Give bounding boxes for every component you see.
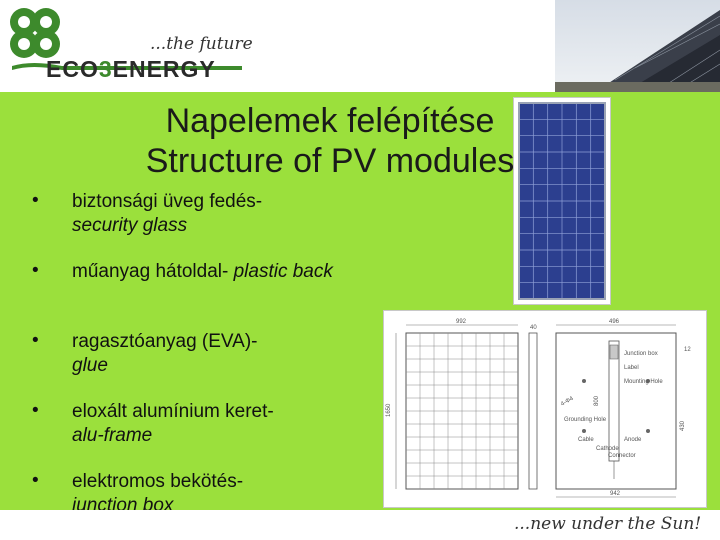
right-dimension: 430 — [680, 420, 686, 431]
bullet-hungarian: ragasztóanyag (EVA)- — [72, 331, 258, 352]
callout-grounding-hole: Grounding Hole — [564, 417, 607, 423]
solar-panel-image — [513, 97, 611, 305]
callout-cathode: Cathode — [596, 446, 619, 452]
callout-label: Label — [624, 365, 639, 371]
brand-prefix: ECO — [46, 56, 99, 82]
side-width-dimension: 496 — [609, 319, 620, 325]
footer: ...new under the Sun! — [0, 510, 720, 540]
bullet-dot-icon: • — [32, 190, 39, 211]
tagline: ...the future — [150, 34, 253, 54]
callout-anode: Anode — [624, 437, 642, 443]
bullet-dot-icon: • — [32, 330, 39, 351]
technical-drawing-svg: 992 1650 40 496 Junction box Label Mount… — [386, 319, 691, 498]
height-dimension: 1650 — [386, 403, 392, 417]
callout-cable: Cable — [578, 437, 594, 443]
brand-suffix: ENERGY — [112, 56, 216, 82]
bullet-hungarian: biztonsági üveg fedés- — [72, 191, 263, 212]
width-dimension: 992 — [456, 319, 467, 325]
technical-drawing: 992 1650 40 496 Junction box Label Mount… — [383, 310, 707, 508]
bullet-hungarian: eloxált alumínium keret- — [72, 401, 274, 422]
slide-title: Napelemek felépítése Structure of PV mod… — [40, 101, 620, 181]
callout-junction-box: Junction box — [624, 351, 658, 357]
title-line-english: Structure of PV modules — [145, 142, 515, 180]
solar-panel-grid — [518, 102, 606, 300]
brand-number: 3 — [98, 56, 113, 82]
bullet-hungarian: elektromos bekötés- — [72, 471, 244, 492]
bullet-english: alu-frame — [72, 425, 153, 446]
callout-connector: Connector — [608, 453, 636, 459]
bullet-english: glue — [72, 355, 108, 376]
bullet-english: plastic back — [233, 261, 333, 282]
bullet-hungarian: műanyag hátoldal- — [72, 261, 229, 282]
callout-mounting-hole: Mounting Hole — [624, 379, 663, 385]
solar-farm-photo — [555, 0, 720, 92]
bullet-dot-icon: • — [32, 260, 39, 281]
brand-name: ECO3ENERGY — [46, 56, 216, 83]
title-line-hungarian: Napelemek felépítése — [165, 102, 495, 140]
mid-dimension: 800 — [594, 395, 600, 406]
depth-dimension: 40 — [530, 325, 537, 331]
header: ...the future ECO3ENERGY — [0, 0, 720, 92]
bullet-english: security glass — [72, 215, 188, 236]
bullet-dot-icon: • — [32, 470, 39, 491]
bottom-dimension: 942 — [610, 491, 621, 497]
clover-logo-icon — [10, 8, 242, 70]
short-dimension: 12 — [684, 347, 691, 353]
footer-slogan: ...new under the Sun! — [514, 514, 702, 534]
bullet-dot-icon: • — [32, 400, 39, 421]
